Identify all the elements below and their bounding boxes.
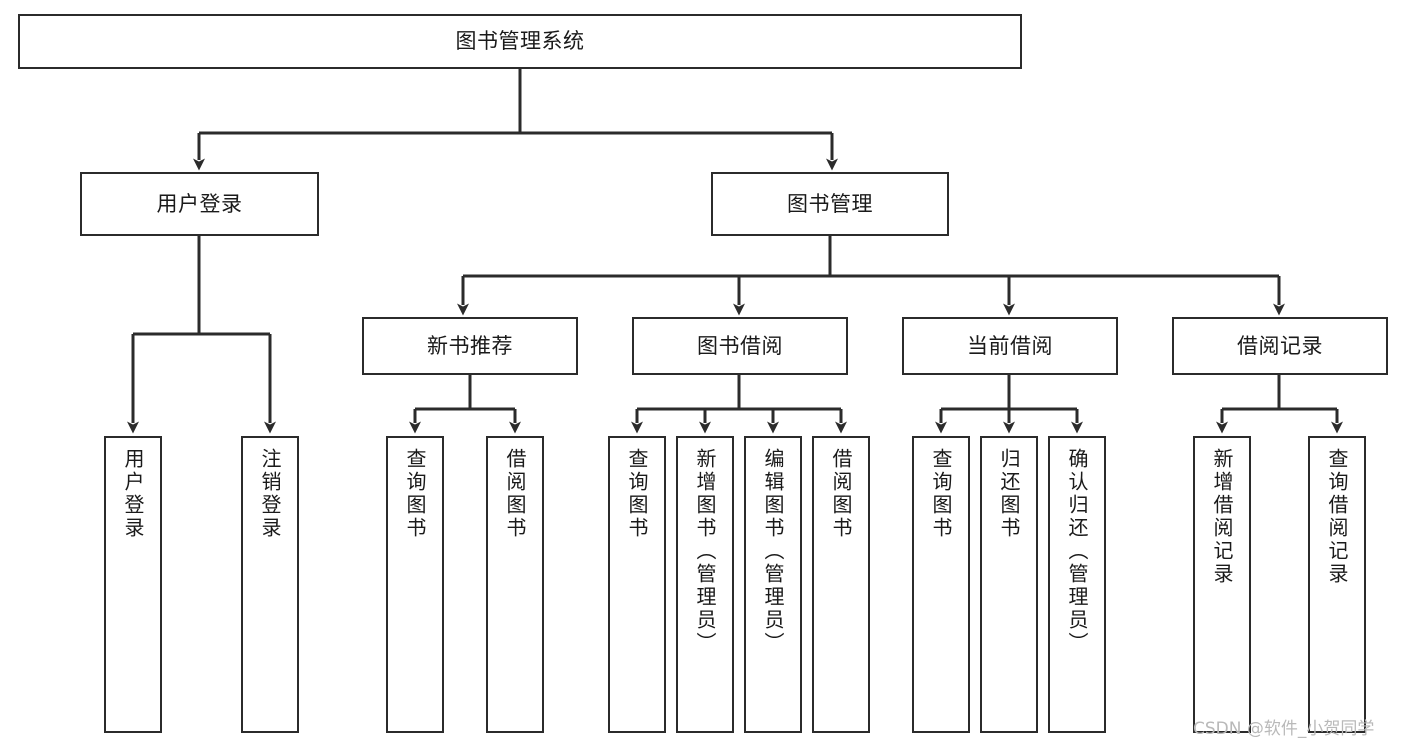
node-label: 用户登录 (156, 191, 243, 216)
leaf-new-book-borrow-book[interactable]: 借阅图书 (486, 436, 544, 733)
node-label: 借阅图书 (829, 448, 853, 540)
leaf-current-borrow-return-book[interactable]: 归还图书 (980, 436, 1038, 733)
leaf-book-borrow-borrow-book[interactable]: 借阅图书 (812, 436, 870, 733)
leaf-new-book-query-book[interactable]: 查询图书 (386, 436, 444, 733)
node-label: 查询图书 (929, 448, 953, 540)
leaf-borrow-record-add-record[interactable]: 新增借阅记录 (1193, 436, 1251, 733)
node-label: 新增借阅记录 (1210, 448, 1234, 586)
node-book-borrow[interactable]: 图书借阅 (632, 317, 848, 375)
node-label: 查询图书 (403, 448, 427, 540)
node-label: 新书推荐 (427, 333, 513, 358)
leaf-user-login-login[interactable]: 用户登录 (104, 436, 162, 733)
node-label: 归还图书 (997, 448, 1021, 540)
leaf-current-borrow-query-book[interactable]: 查询图书 (912, 436, 970, 733)
leaf-user-login-logout[interactable]: 注销登录 (241, 436, 299, 733)
node-label: 当前借阅 (967, 333, 1053, 358)
node-new-book-recommend[interactable]: 新书推荐 (362, 317, 578, 375)
node-label: 注销登录 (258, 448, 282, 540)
leaf-book-borrow-edit-book-admin[interactable]: 编辑图书（管理员） (744, 436, 802, 733)
node-label: 确认归还（管理员） (1065, 448, 1089, 655)
node-borrow-record[interactable]: 借阅记录 (1172, 317, 1388, 375)
node-label: 用户登录 (121, 448, 145, 540)
node-user-login[interactable]: 用户登录 (80, 172, 319, 236)
leaf-borrow-record-query-record[interactable]: 查询借阅记录 (1308, 436, 1366, 733)
node-book-management[interactable]: 图书管理 (711, 172, 949, 236)
node-label: 图书管理系统 (455, 29, 585, 54)
node-label: 借阅图书 (503, 448, 527, 540)
leaf-book-borrow-add-book-admin[interactable]: 新增图书（管理员） (676, 436, 734, 733)
node-label: 查询借阅记录 (1325, 448, 1349, 586)
node-current-borrow[interactable]: 当前借阅 (902, 317, 1118, 375)
leaf-book-borrow-query-book[interactable]: 查询图书 (608, 436, 666, 733)
node-root-book-management-system[interactable]: 图书管理系统 (18, 14, 1022, 69)
node-label: 图书管理 (787, 191, 873, 216)
csdn-watermark: CSDN @软件_小贺同学 (1193, 719, 1375, 739)
node-label: 新增图书（管理员） (693, 448, 717, 655)
leaf-current-borrow-confirm-return-admin[interactable]: 确认归还（管理员） (1048, 436, 1106, 733)
node-label: 图书借阅 (697, 333, 783, 358)
node-label: 编辑图书（管理员） (761, 448, 785, 655)
node-label: 借阅记录 (1237, 333, 1323, 358)
node-label: 查询图书 (625, 448, 649, 540)
